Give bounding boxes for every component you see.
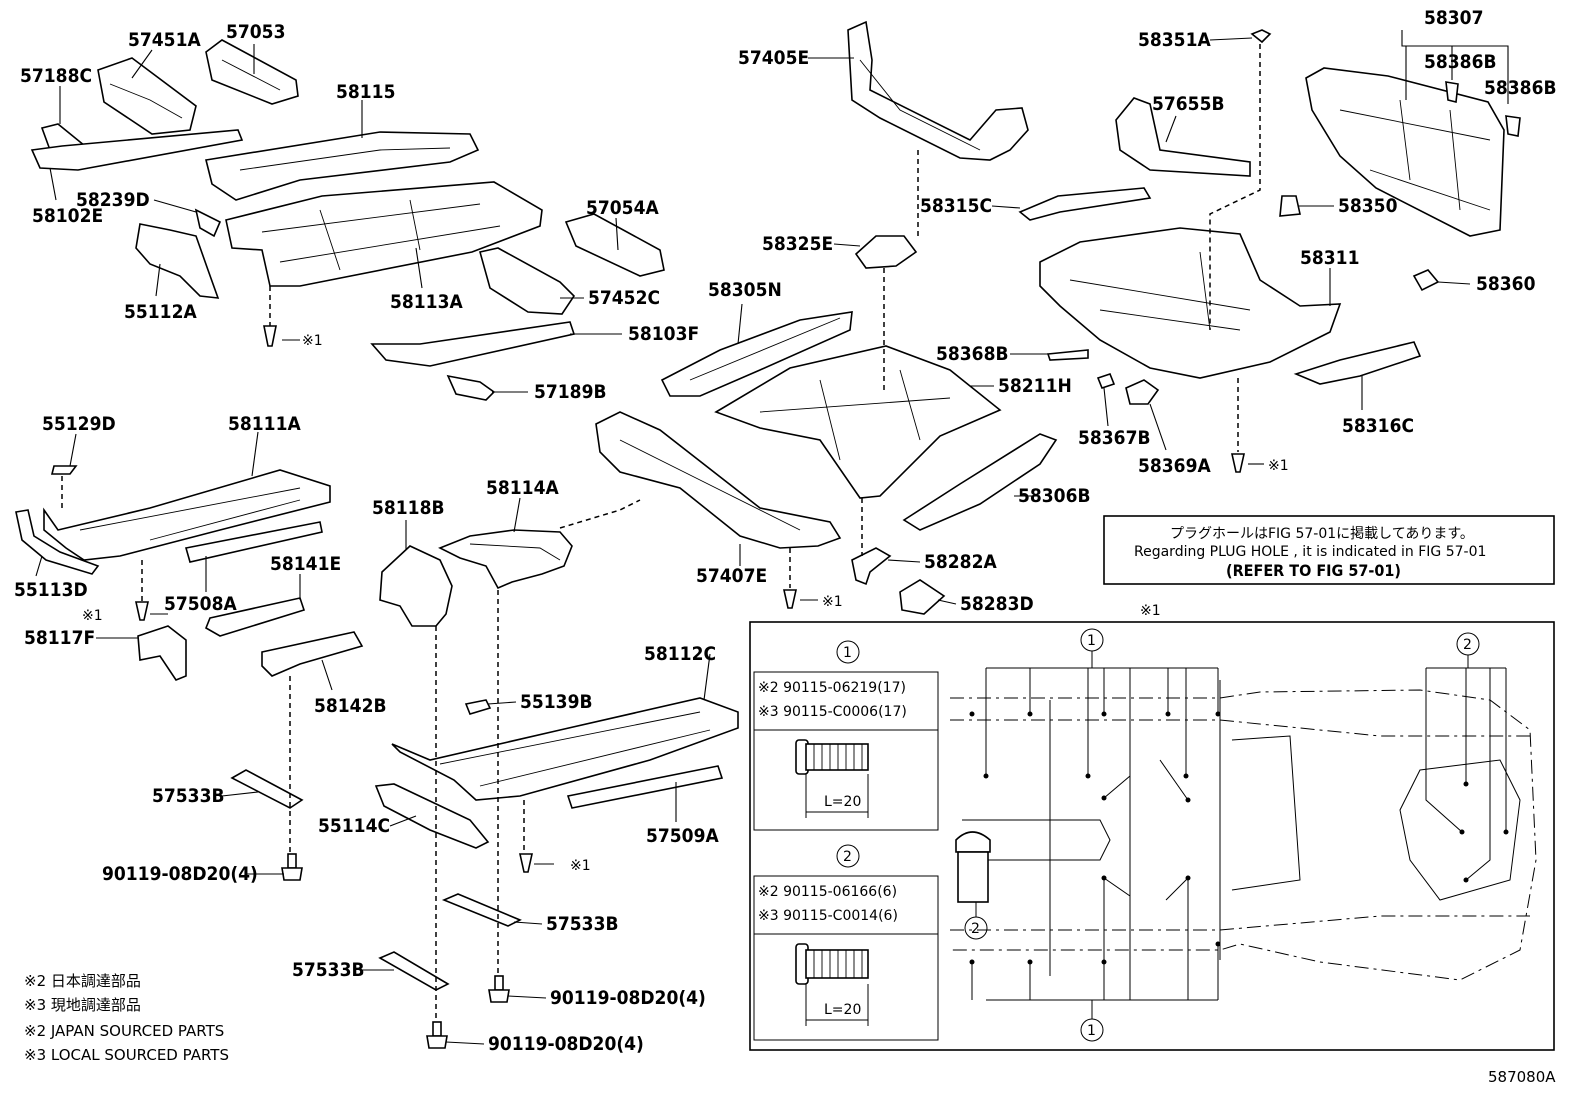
part-label: 57508A	[164, 593, 237, 615]
legend-2: 2 ※2 90115-06166(6) ※3 90115-C0014(6) L=…	[753, 844, 939, 1041]
part-label: 58351A	[1138, 29, 1211, 51]
underbody-outline	[950, 667, 1537, 1001]
legend-1-star2: ※2 90115-06219(17)	[758, 680, 906, 696]
part-label: 58111A	[228, 413, 301, 435]
part-label: 57533B	[152, 785, 225, 807]
part-label: 58102E	[32, 205, 103, 227]
footnote-en-2: ※2 JAPAN SOURCED PARTS	[24, 1022, 224, 1040]
clip-2-icon	[955, 831, 991, 903]
part-label: 57407E	[696, 565, 767, 587]
part-label: 58114A	[486, 477, 559, 499]
footnote-jp-3: ※3 現地調達部品	[24, 996, 141, 1014]
inset-panel: 1 ※2 90115-06219(17) ※3 90115-C0006(17) …	[749, 621, 1555, 1051]
legend-2-star2: ※2 90115-06166(6)	[758, 884, 897, 900]
part-label: 58141E	[270, 553, 341, 575]
part-label: 58283D	[960, 593, 1034, 615]
part-label: 58117F	[24, 627, 95, 649]
part-label: 58142B	[314, 695, 387, 717]
note-ref: (REFER TO FIG 57-01)	[1226, 561, 1401, 580]
part-label: 58118B	[372, 497, 445, 519]
part-label: 55129D	[42, 413, 116, 435]
legend-1: 1 ※2 90115-06219(17) ※3 90115-C0006(17) …	[753, 640, 939, 831]
part-label: 57533B	[292, 959, 365, 981]
bolt-icon	[281, 853, 303, 881]
part-label: 58386B	[1484, 77, 1557, 99]
part-label: 57533B	[546, 913, 619, 935]
part-label: 58311	[1300, 247, 1359, 269]
part-label: 58239D	[76, 189, 150, 211]
inset-markers: 1 1 2 2	[955, 628, 1480, 1042]
part-label: 58307	[1424, 7, 1483, 29]
part-label: 58115	[336, 81, 395, 103]
part-shapes	[15, 39, 739, 1049]
bolt-icon	[426, 1021, 448, 1049]
part-label: 58103F	[628, 323, 699, 345]
part-label: 58367B	[1078, 427, 1151, 449]
part-label: 57189B	[534, 381, 607, 403]
figure-id: 587080A	[1488, 1068, 1556, 1086]
part-label: 55112A	[124, 301, 197, 323]
note-jp: プラグホールはFIG 57-01に掲載してあります。	[1170, 526, 1474, 542]
part-label: 58306B	[1018, 485, 1091, 507]
part-label: 58211H	[998, 375, 1072, 397]
part-labels: 57451A 57053 57188C 58115 58102E 58239D …	[14, 7, 1557, 1055]
part-label: 58305N	[708, 279, 782, 301]
footnotes: ※2 日本調達部品 ※3 現地調達部品 ※2 JAPAN SOURCED PAR…	[24, 972, 229, 1064]
part-label: 90119-08D20(4)	[102, 863, 258, 885]
marker-1-top: 1	[1087, 633, 1096, 649]
marker-1-bottom: 1	[1087, 1023, 1096, 1039]
part-label: 55139B	[520, 691, 593, 713]
part-label: 90119-08D20(4)	[488, 1033, 644, 1055]
part-label: 58386B	[1424, 51, 1497, 73]
mark-star1: ※1	[570, 858, 591, 874]
footnote-en-3: ※3 LOCAL SOURCED PARTS	[24, 1046, 229, 1064]
leader-lines	[35, 30, 1509, 1045]
part-shapes-right	[595, 20, 1521, 615]
part-label: 57655B	[1152, 93, 1225, 115]
part-label: 57451A	[128, 29, 201, 51]
part-label: 58360	[1476, 273, 1536, 295]
marker-2: 2	[843, 849, 852, 865]
mark-star1: ※1	[82, 608, 103, 624]
part-label: 57054A	[586, 197, 659, 219]
legend-2-star3: ※3 90115-C0014(6)	[758, 908, 898, 924]
mark-star1: ※1	[1268, 458, 1289, 474]
marker-1: 1	[843, 645, 852, 661]
clip-icon	[795, 943, 869, 985]
part-label: 58315C	[920, 195, 992, 217]
marker-2-right: 2	[1463, 637, 1472, 653]
part-label: 58325E	[762, 233, 833, 255]
mark-star1: ※1	[822, 594, 843, 610]
part-label: 58350	[1338, 195, 1398, 217]
bolt-icon	[488, 975, 510, 1003]
fastener-points	[969, 711, 1509, 965]
part-label: 57452C	[588, 287, 660, 309]
part-label: 57053	[226, 21, 285, 43]
part-label: 57405E	[738, 47, 809, 69]
legend-1-star3: ※3 90115-C0006(17)	[758, 704, 907, 720]
part-label: 58369A	[1138, 455, 1211, 477]
part-label: 55114C	[318, 815, 390, 837]
part-label: 58368B	[936, 343, 1009, 365]
footnote-jp-2: ※2 日本調達部品	[24, 972, 141, 990]
plug-hole-note: プラグホールはFIG 57-01に掲載してあります。 Regarding PLU…	[1103, 515, 1555, 585]
mark-star1: ※1	[302, 333, 323, 349]
part-label: 55113D	[14, 579, 88, 601]
length-2: L=20	[824, 1002, 861, 1018]
part-label: 58316C	[1342, 415, 1414, 437]
part-label: 57509A	[646, 825, 719, 847]
part-label: 58112C	[644, 643, 716, 665]
dashed-guides	[61, 44, 1261, 1020]
part-label: 90119-08D20(4)	[550, 987, 706, 1009]
mark-star1: ※1	[1140, 603, 1161, 619]
note-en: Regarding PLUG HOLE , it is indicated in…	[1134, 544, 1486, 560]
part-label: 58113A	[390, 291, 463, 313]
part-label: 58282A	[924, 551, 997, 573]
clip-icon	[795, 739, 869, 775]
length-1: L=20	[824, 794, 861, 810]
marker-2-left: 2	[971, 921, 980, 937]
part-label: 57188C	[20, 65, 92, 87]
